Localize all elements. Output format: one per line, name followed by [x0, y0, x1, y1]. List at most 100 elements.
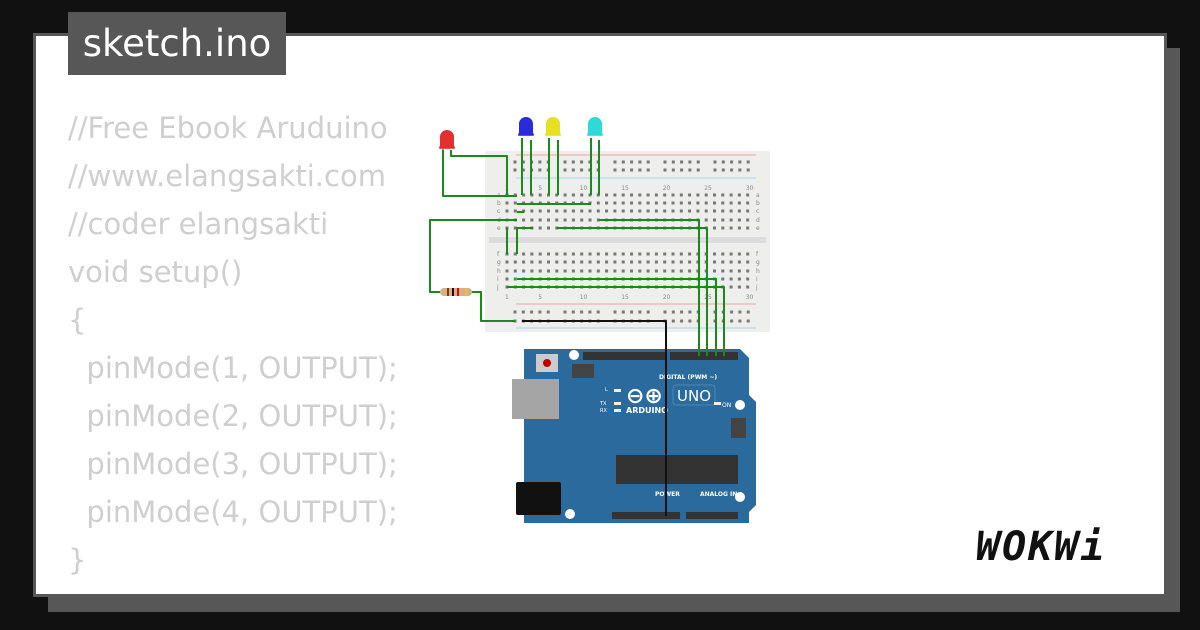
row-label: i	[497, 276, 499, 283]
breadboard-hole	[737, 209, 741, 213]
breadboard-hole	[530, 252, 534, 256]
rail-hole	[521, 168, 525, 172]
breadboard-hole	[513, 269, 517, 273]
breadboard-hole	[596, 260, 600, 264]
breadboard-hole	[729, 193, 733, 197]
breadboard-hole	[737, 218, 741, 222]
wire[interactable]	[522, 320, 667, 516]
led[interactable]	[587, 117, 603, 136]
breadboard-hole	[663, 269, 667, 273]
breadboard-hole	[596, 218, 600, 222]
rail-hole	[663, 160, 667, 164]
led[interactable]	[439, 130, 455, 149]
breadboard-hole	[630, 201, 633, 205]
breadboard-hole	[580, 269, 584, 273]
breadboard-hole	[654, 201, 658, 205]
rail-hole	[746, 310, 750, 314]
breadboard-hole	[663, 260, 667, 264]
breadboard-hole	[746, 209, 750, 213]
breadboard-hole	[688, 269, 692, 273]
rail-hole	[738, 160, 742, 164]
breadboard-hole	[505, 201, 509, 205]
breadboard-hole	[654, 209, 658, 213]
rail-hole	[738, 319, 742, 323]
breadboard-hole	[737, 252, 741, 256]
breadboard-hole	[721, 252, 725, 256]
code-line: pinMode(4, OUTPUT);	[68, 495, 398, 529]
breadboard-hole	[571, 269, 575, 273]
row-label: f	[756, 251, 759, 258]
leds	[439, 117, 603, 149]
breadboard-hole	[671, 193, 675, 197]
rail-hole	[663, 168, 667, 172]
breadboard-hole	[563, 209, 567, 213]
rail-hole	[580, 160, 584, 164]
rail-hole	[671, 319, 675, 323]
rail-hole	[530, 310, 534, 314]
rail-hole	[696, 168, 700, 172]
column-label: 15	[621, 294, 629, 301]
rail-hole	[688, 168, 692, 172]
on-label: ON	[722, 402, 731, 409]
code-line: //Free Ebook Aruduino	[68, 111, 388, 145]
breadboard-hole	[513, 201, 517, 205]
wire[interactable]	[517, 278, 717, 356]
arduino-uno: ⊖⊕ ARDUINO UNO DIGITAL (PWM ~) ON L TX R…	[512, 349, 756, 523]
wire[interactable]	[557, 227, 708, 356]
rail-hole	[730, 310, 734, 314]
breadboard-hole	[613, 252, 617, 256]
breadboard-hole	[679, 269, 683, 273]
header-digital-low	[670, 352, 738, 360]
breadboard-hole	[679, 209, 683, 213]
wire[interactable]	[599, 219, 700, 356]
rail-hole	[613, 160, 617, 164]
wire[interactable]	[472, 291, 515, 322]
rail-hole	[630, 168, 634, 172]
breadboard-hole	[746, 218, 750, 222]
led[interactable]	[518, 117, 534, 136]
breadboard-hole	[746, 252, 750, 256]
rail-hole	[538, 168, 542, 172]
breadboard-hole	[547, 209, 550, 213]
led[interactable]	[545, 117, 561, 136]
wire[interactable]	[507, 286, 725, 356]
wire[interactable]	[516, 227, 533, 254]
rail-hole	[596, 310, 600, 314]
breadboard-hole	[621, 209, 625, 213]
breadboard-hole	[729, 226, 733, 230]
breadboard-hole	[696, 269, 700, 273]
breadboard-hole	[630, 209, 633, 213]
wire[interactable]	[429, 219, 517, 293]
wire[interactable]	[450, 150, 508, 195]
row-label: b	[756, 200, 760, 207]
icsp-header-2	[731, 418, 746, 438]
code-line: }	[68, 543, 87, 577]
rail-hole	[696, 160, 700, 164]
rail-hole	[646, 168, 650, 172]
wire[interactable]	[442, 150, 517, 197]
breadboard-hole	[621, 193, 625, 197]
breadboard-hole	[721, 209, 725, 213]
uno-box	[672, 384, 716, 406]
breadboard-hole	[580, 260, 584, 264]
breadboard-hole	[729, 285, 733, 289]
rail-hole	[588, 160, 592, 164]
breadboard-hole	[638, 209, 642, 213]
breadboard-hole	[538, 209, 542, 213]
breadboard-hole	[746, 193, 750, 197]
code-line: pinMode(3, OUTPUT);	[68, 447, 398, 481]
breadboard-hole	[555, 252, 559, 256]
row-label: j	[496, 284, 499, 291]
column-label: 1	[505, 294, 509, 301]
power-jack	[516, 482, 561, 515]
breadboard-hole	[646, 269, 650, 273]
breadboard-hole	[505, 260, 509, 264]
code-line: {	[68, 303, 87, 337]
breadboard-hole	[729, 209, 733, 213]
breadboard-hole	[746, 201, 750, 205]
breadboard-hole	[729, 218, 733, 222]
breadboard-hole	[654, 252, 658, 256]
breadboard-hole	[613, 260, 617, 264]
breadboard-hole	[679, 260, 683, 264]
breadboard-hole	[737, 226, 741, 230]
